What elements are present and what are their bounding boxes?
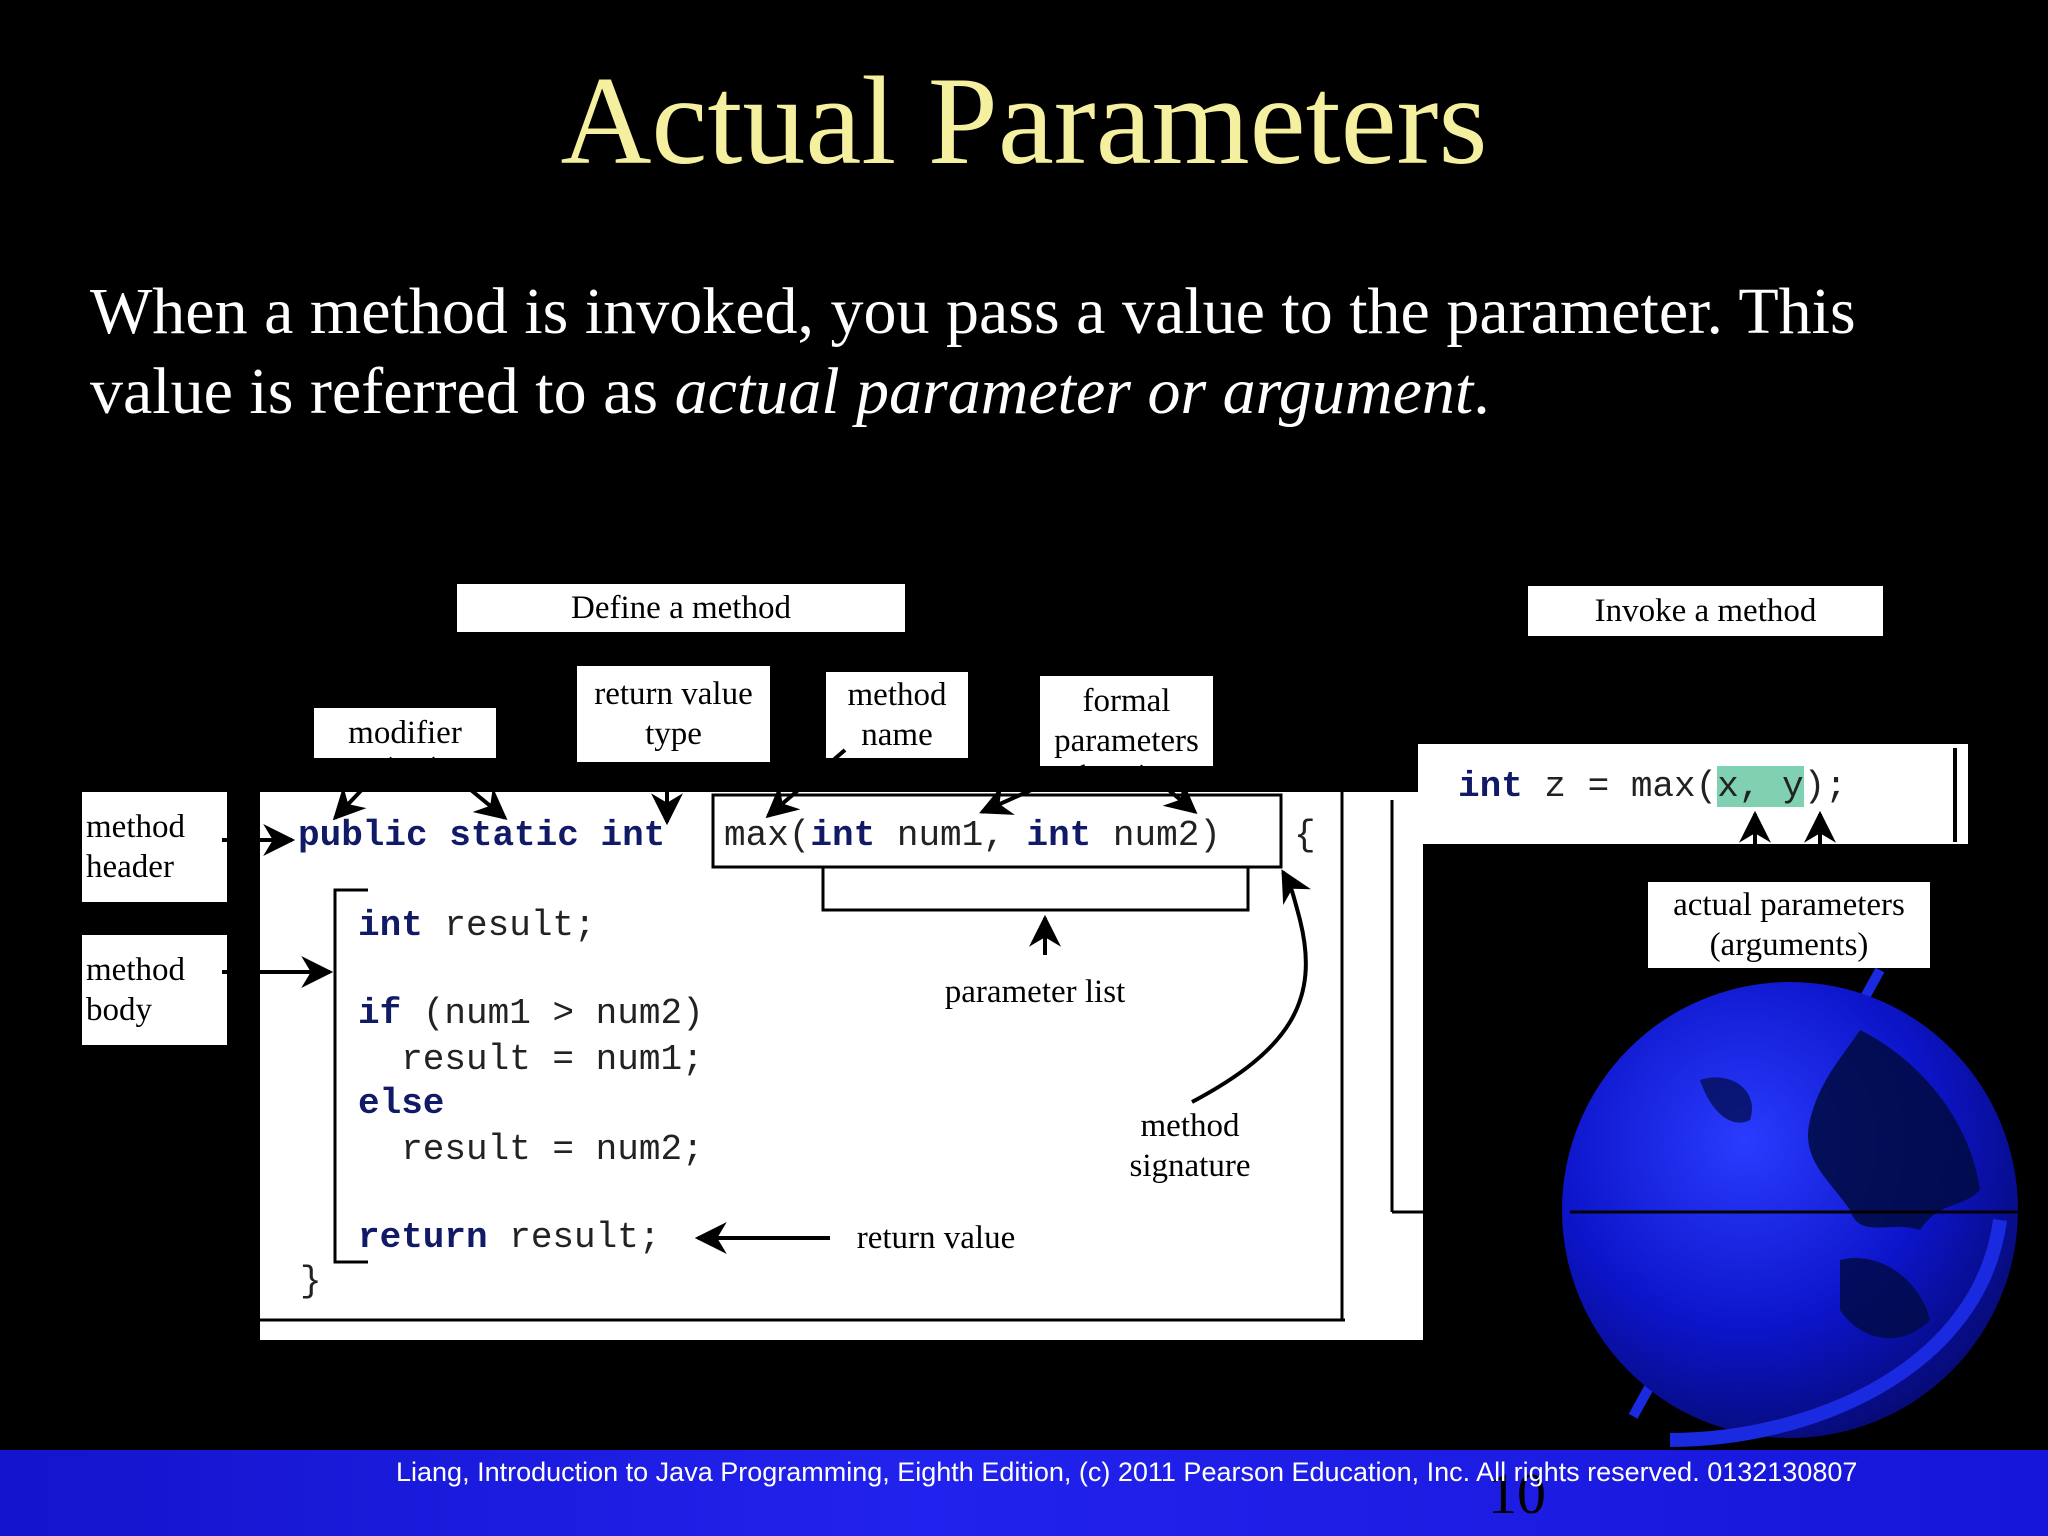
- sig-num1: num1,: [875, 815, 1027, 856]
- method-name-label: method name: [826, 672, 968, 758]
- invoke-code-panel: [1418, 744, 1968, 844]
- define-code-panel: [260, 792, 1423, 1340]
- formal-parameters-label: formal parameters: [1040, 676, 1213, 766]
- code-line-3: result = num1;: [358, 1039, 704, 1080]
- code-line-2-rest: (num1 > num2): [401, 993, 704, 1034]
- define-method-heading: Define a method: [457, 584, 905, 632]
- invoke-args-highlight: x, y: [1717, 766, 1804, 807]
- kw-return: return: [358, 1217, 488, 1258]
- method-signature-code: max(int num1, int num2): [724, 814, 1221, 858]
- formal-params-line2: parameters: [1054, 723, 1199, 759]
- parameter-list-label: parameter list: [944, 974, 1126, 1010]
- brace-open: {: [1294, 815, 1316, 856]
- slide-title: Actual Parameters: [560, 52, 1488, 191]
- code-line-5: result = num2;: [358, 1129, 704, 1170]
- method-name-line2: name: [861, 717, 933, 753]
- method-signature-label: method signature: [1110, 1106, 1270, 1186]
- sig-max: max(: [724, 815, 811, 856]
- sig-int-2: int: [1026, 815, 1092, 856]
- intro-text: When a method is invoked, you pass a val…: [90, 272, 1990, 432]
- method-header-line2: header: [86, 849, 174, 885]
- sig-int-1: int: [810, 815, 876, 856]
- page-number: 10: [1488, 1461, 1546, 1526]
- kw-public: public: [298, 815, 428, 856]
- invoke-code-post: );: [1803, 766, 1847, 807]
- invoke-method-heading: Invoke a method: [1528, 586, 1883, 636]
- actual-params-line1: actual parameters: [1673, 887, 1905, 923]
- return-value-label: return value: [856, 1220, 1016, 1256]
- sig-num2: num2): [1091, 815, 1221, 856]
- method-signature-line2: signature: [1129, 1148, 1251, 1184]
- code-line-2: if (num1 > num2): [358, 992, 704, 1036]
- kw-int-invoke: int: [1458, 766, 1523, 807]
- code-line-4: else: [358, 1082, 444, 1126]
- method-name-line1: method: [847, 677, 947, 713]
- intro-italic: actual parameter or argument: [674, 355, 1474, 428]
- kw-static: static: [449, 815, 579, 856]
- code-line-6-rest: result;: [487, 1217, 661, 1258]
- method-body-line1: method: [86, 952, 185, 988]
- method-body-label: method body: [82, 935, 227, 1045]
- return-type-line2: type: [645, 716, 702, 752]
- invoke-code: int z = max(x, y);: [1458, 765, 1847, 809]
- footer-copyright: Liang, Introduction to Java Programming,…: [396, 1457, 1858, 1487]
- actual-params-line2: (arguments): [1709, 927, 1869, 963]
- return-type-label: return value type: [577, 666, 770, 762]
- method-header-line1: method: [86, 809, 185, 845]
- actual-parameters-label: actual parameters (arguments): [1648, 882, 1930, 968]
- method-header-code: public static int: [298, 814, 665, 858]
- code-line-1: int result;: [358, 904, 596, 948]
- method-body-line2: body: [86, 992, 152, 1028]
- panel-connector: [1392, 792, 1422, 1212]
- intro-end: .: [1473, 355, 1490, 428]
- intro-plain: When a method is invoked, you pass a val…: [90, 275, 1856, 428]
- globe-icon: [1562, 967, 2020, 1447]
- method-signature-line1: method: [1140, 1108, 1240, 1144]
- kw-if: if: [358, 993, 402, 1034]
- modifier-label: modifier: [314, 708, 496, 758]
- brace-close: }: [300, 1261, 322, 1302]
- kw-int-result: int: [358, 905, 423, 946]
- return-type-line1: return value: [594, 676, 753, 712]
- footer-band: [0, 1450, 2048, 1536]
- kw-int-return: int: [600, 815, 666, 856]
- invoke-code-pre: z = max(: [1522, 766, 1718, 807]
- code-line-6: return result;: [358, 1216, 660, 1260]
- code-line-1-rest: result;: [422, 905, 596, 946]
- method-header-label: method header: [82, 792, 227, 902]
- formal-params-line1: formal: [1082, 683, 1171, 719]
- kw-else: else: [358, 1083, 445, 1124]
